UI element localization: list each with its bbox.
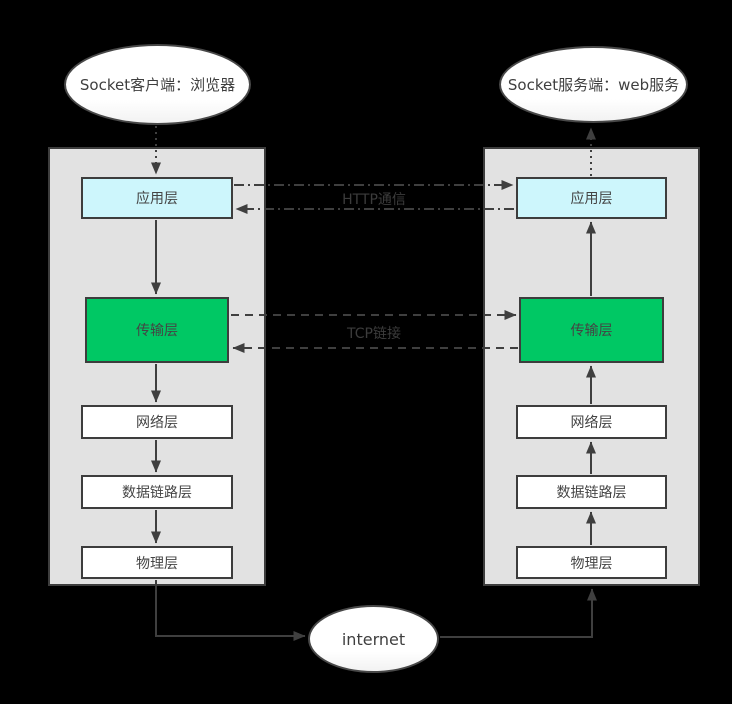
- left-network-layer-label: 网络层: [136, 415, 178, 431]
- socket-client-node: Socket客户端：浏览器: [64, 44, 251, 125]
- left-application-layer-label: 应用层: [136, 191, 178, 207]
- left-network-layer-box: 网络层: [81, 405, 233, 439]
- client-protocol-stack-container: [48, 147, 266, 586]
- right-transport-layer-box: 传输层: [519, 297, 664, 363]
- socket-client-label: Socket客户端：浏览器: [79, 76, 236, 94]
- right-transport-layer-label: 传输层: [570, 323, 613, 339]
- internet-label: internet: [341, 629, 406, 649]
- left-transport-layer-box: 传输层: [85, 297, 229, 363]
- right-network-layer-box: 网络层: [516, 405, 667, 439]
- right-application-layer-box: 应用层: [516, 177, 667, 219]
- left-physical-to-internet-arrow: [155, 580, 306, 641]
- right-datalink-layer-box: 数据链路层: [516, 475, 667, 509]
- socket-server-node: Socket服务端：web服务: [499, 46, 688, 123]
- left-datalink-layer-label: 数据链路层: [122, 485, 192, 501]
- right-network-layer-label: 网络层: [570, 415, 613, 431]
- internet-to-right-physical-arrow: [440, 588, 597, 638]
- http-link-label: HTTP通信: [342, 192, 406, 208]
- right-application-layer-label: 应用层: [570, 191, 613, 207]
- internet-node: internet: [308, 605, 439, 673]
- left-datalink-layer-box: 数据链路层: [81, 475, 233, 509]
- right-physical-layer-label: 物理层: [570, 555, 613, 572]
- left-application-layer-box: 应用层: [81, 177, 233, 219]
- left-physical-layer-box: 物理层: [81, 546, 233, 579]
- left-transport-layer-label: 传输层: [136, 323, 178, 339]
- left-physical-layer-label: 物理层: [136, 555, 178, 572]
- right-physical-layer-box: 物理层: [516, 546, 667, 579]
- tcp-link-label: TCP链接: [347, 326, 401, 342]
- right-datalink-layer-label: 数据链路层: [556, 485, 627, 501]
- socket-server-label: Socket服务端：web服务: [507, 76, 680, 94]
